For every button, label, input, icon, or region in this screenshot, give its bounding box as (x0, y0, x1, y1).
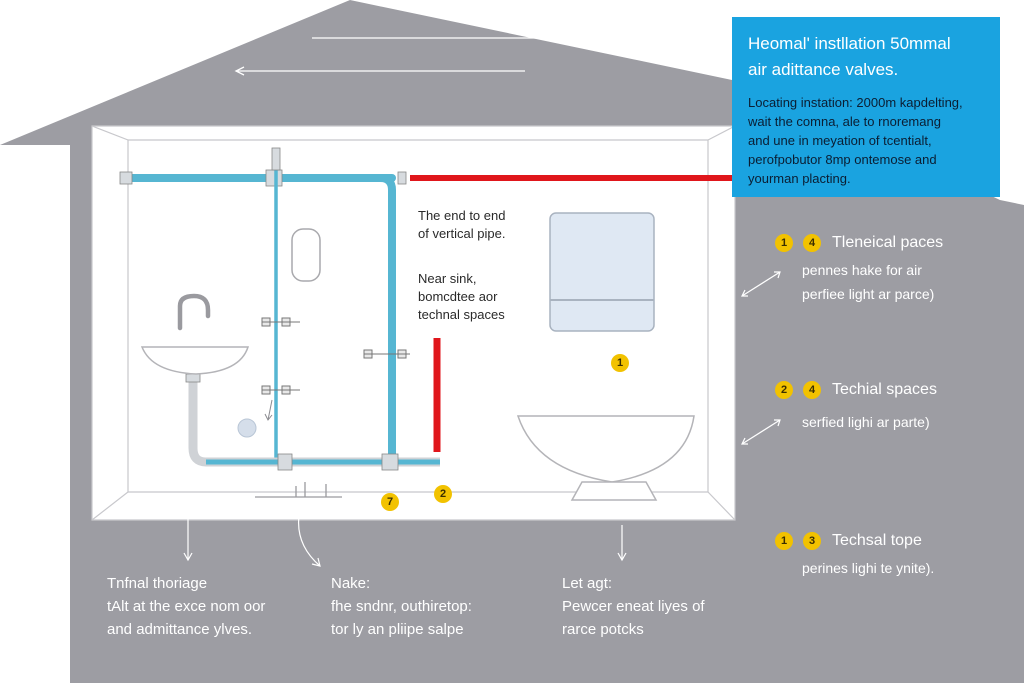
info-body: Locating instation: 2000m kapdelting, wa… (748, 95, 963, 186)
callout-1-line-2: perfiee light ar parce) (802, 286, 935, 302)
thin-vertical-pipe (261, 147, 410, 460)
badge-floor-2: 2 (434, 485, 452, 503)
badge-floor-7: 7 (381, 493, 399, 511)
vertical-pipe-label: The end to end of vertical pipe. (418, 208, 506, 241)
callout-2-badge-b: 4 (803, 381, 821, 399)
callout-2-badge-a: 2 (775, 381, 793, 399)
callout-1-title: Tleneical paces (832, 234, 944, 251)
room-marker-grey (237, 418, 257, 438)
callout-2-line-1: serfied lighi ar parte) (802, 414, 930, 430)
info-box: Heomal' instllation 50mmal air adittance… (732, 17, 1000, 197)
callout-3-badge-b: 3 (803, 532, 821, 550)
bottom-label-1: Tnfnal thoriage tAlt at the exce nom oor… (107, 575, 266, 638)
bottom-label-3: Let agt: Pewcer eneat liyes of rarce pot… (562, 575, 705, 638)
sink (140, 293, 250, 375)
callout-3-line-1: perines lighi te ynite). (802, 560, 935, 576)
near-sink-label: Near sink, bomcdtee aor technal spaces (418, 271, 505, 322)
roof-arrows (234, 33, 602, 76)
badge-room: 1 (611, 354, 629, 372)
callout-1-badge-b: 4 (803, 234, 821, 252)
wall-cabinet (549, 212, 655, 332)
bottom-label-2: Nake: fhe sndnr, outhiretop: tor ly an p… (331, 575, 472, 638)
callout-3-title: Techsal tope (832, 532, 922, 549)
side-arrows (741, 271, 781, 445)
sink-drain-pipe (185, 373, 440, 471)
callout-2-title: Techial spaces (832, 381, 937, 398)
callout-1-badge-a: 1 (775, 234, 793, 252)
room-edges (91, 125, 736, 521)
blue-vent-pipe (119, 169, 407, 460)
bathtub (516, 415, 695, 501)
room-pointer-arrows (264, 399, 273, 421)
red-pipes (410, 175, 735, 452)
floor-drain (255, 482, 342, 498)
bottom-arrows (183, 501, 627, 567)
callout-1-line-1: pennes hake for air (802, 262, 922, 278)
wall-outlet (291, 228, 321, 282)
callout-3-badge-a: 1 (775, 532, 793, 550)
info-title: Heomal' instllation 50mmal air adittance… (748, 34, 951, 79)
